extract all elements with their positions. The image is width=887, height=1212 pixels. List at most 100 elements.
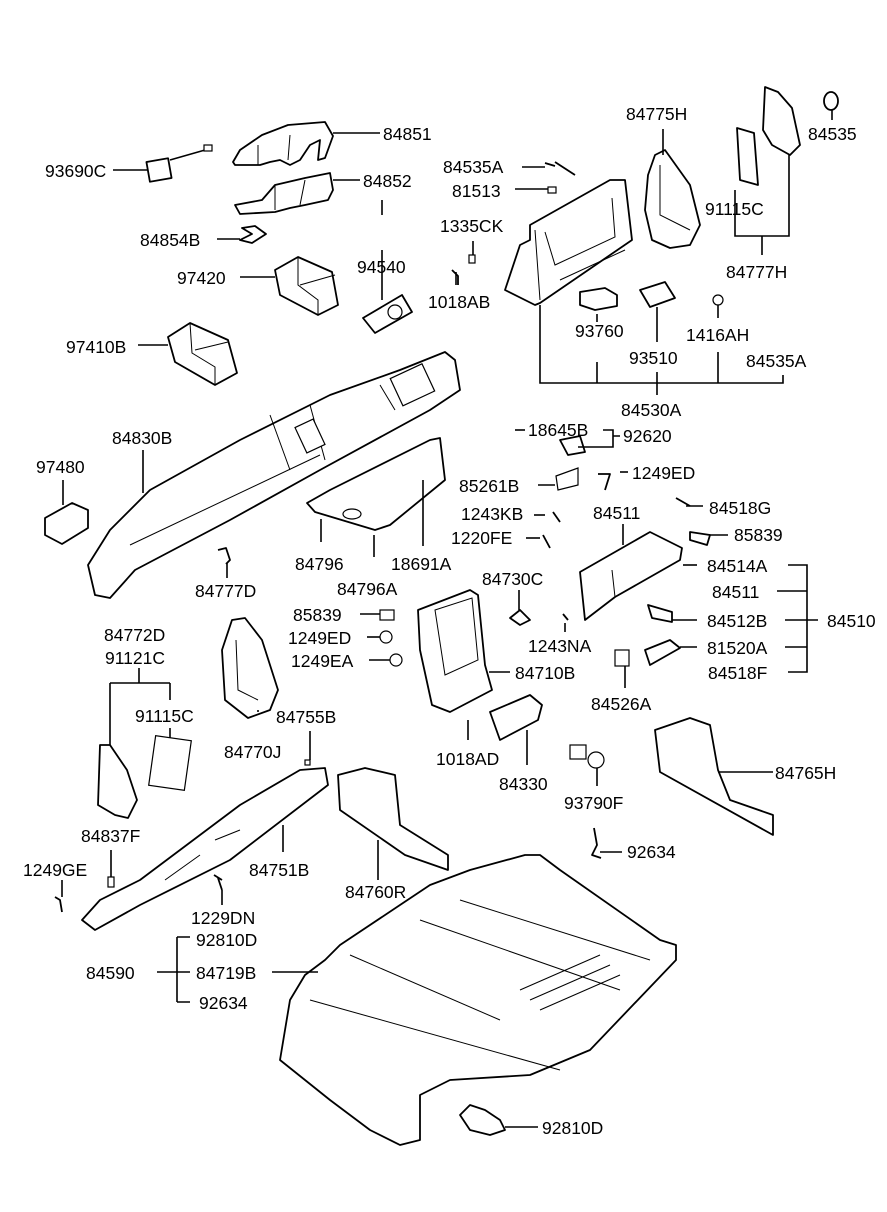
- left-fasteners: [379, 609, 403, 667]
- label-93690C: 93690C: [45, 161, 106, 181]
- label-94540: 94540: [357, 257, 406, 277]
- label-84796A: 84796A: [337, 579, 398, 599]
- part-84535-ring: [823, 91, 839, 111]
- part-84777D-screw: [217, 547, 231, 565]
- label-1249EA: 1249EA: [291, 651, 354, 671]
- label-92620: 92620: [623, 426, 672, 446]
- label-1416AH: 1416AH: [686, 325, 749, 345]
- label-92634-bottom: 92634: [199, 993, 248, 1013]
- label-84830B: 84830B: [112, 428, 172, 448]
- label-97420: 97420: [177, 268, 226, 288]
- label-1220FE: 1220FE: [451, 528, 512, 548]
- label-1243KB: 1243KB: [461, 504, 523, 524]
- label-91115C-top: 91115C: [705, 199, 764, 219]
- part-84851-upper-shroud: [232, 121, 334, 166]
- label-97480: 97480: [36, 457, 85, 477]
- label-84511-group: 84511: [712, 582, 759, 602]
- label-84719B: 84719B: [196, 963, 256, 983]
- label-81520A: 81520A: [707, 638, 768, 658]
- label-84730C: 84730C: [482, 569, 543, 589]
- label-84777H: 84777H: [726, 262, 787, 282]
- label-1335CK: 1335CK: [440, 216, 504, 236]
- label-1018AB: 1018AB: [428, 292, 490, 312]
- label-84755B: 84755B: [276, 707, 336, 727]
- label-84751B: 84751B: [249, 860, 309, 880]
- part-84751B-sill-trim: [81, 767, 329, 931]
- label-81513: 81513: [452, 181, 501, 201]
- glove-box-small-parts: [509, 435, 711, 667]
- label-92634-right: 92634: [627, 842, 676, 862]
- label-84590: 84590: [86, 963, 135, 983]
- label-1229DN: 1229DN: [191, 908, 255, 928]
- label-84530A: 84530A: [621, 400, 682, 420]
- label-85839-right: 85839: [734, 525, 783, 545]
- label-1018AD: 1018AD: [436, 749, 499, 769]
- label-1249ED-left: 1249ED: [288, 628, 351, 648]
- label-84511-top: 84511: [593, 503, 640, 523]
- label-85839-left: 85839: [293, 605, 342, 625]
- label-84330: 84330: [499, 774, 548, 794]
- label-84526A: 84526A: [591, 694, 652, 714]
- label-84854B: 84854B: [140, 230, 200, 250]
- part-84760R-pillar-trim: [337, 767, 449, 871]
- small-fasteners-top: [451, 161, 576, 285]
- part-97420-switch: [274, 256, 339, 316]
- label-84512B: 84512B: [707, 611, 767, 631]
- label-92810D-bottom: 92810D: [542, 1118, 603, 1138]
- part-93790F-socket: [569, 744, 605, 769]
- part-84854B-clip: [239, 225, 267, 244]
- label-18691A: 18691A: [391, 554, 452, 574]
- part-84830B-crash-pad: [87, 351, 461, 599]
- label-1249ED-top: 1249ED: [632, 463, 695, 483]
- part-84511-glove-box: [579, 531, 683, 621]
- part-84796-lower-panel: [306, 437, 446, 531]
- label-84535A-top: 84535A: [443, 157, 504, 177]
- label-84710B: 84710B: [515, 663, 575, 683]
- label-85261B: 85261B: [459, 476, 519, 496]
- label-91121C: 91121C: [105, 648, 165, 668]
- part-84765H-side-trim: [654, 717, 774, 836]
- label-1243NA: 1243NA: [528, 636, 592, 656]
- parts-93760-93510-1416AH: [579, 281, 724, 311]
- part-92810D-clip: [459, 1104, 506, 1136]
- part-93690C-switch: [145, 144, 213, 183]
- label-84765H: 84765H: [775, 763, 836, 783]
- label-84777D: 84777D: [195, 581, 256, 601]
- label-93760: 93760: [575, 321, 624, 341]
- label-97410B: 97410B: [66, 337, 126, 357]
- label-84775H: 84775H: [626, 104, 687, 124]
- label-84760R: 84760R: [345, 882, 406, 902]
- label-84518G: 84518G: [709, 498, 771, 518]
- part-84777H-bracket: [762, 86, 801, 156]
- part-84852-lower-shroud: [234, 172, 334, 215]
- part-84530A-center-panel: [504, 179, 633, 306]
- part-84770J-panel: [221, 617, 279, 719]
- label-93790F: 93790F: [564, 793, 623, 813]
- misc-small-fasteners: [54, 759, 311, 913]
- label-84851: 84851: [383, 124, 432, 144]
- part-91115C-grille-left: [148, 735, 192, 791]
- label-84518F: 84518F: [708, 663, 767, 683]
- label-84772D: 84772D: [104, 625, 165, 645]
- part-97410B-switch: [167, 322, 238, 386]
- label-92810D-top: 92810D: [196, 930, 257, 950]
- label-84852: 84852: [363, 171, 412, 191]
- label-1249GE: 1249GE: [23, 860, 87, 880]
- part-94540-clock: [362, 294, 413, 334]
- part-84330-tray: [489, 694, 543, 741]
- label-84837F: 84837F: [81, 826, 140, 846]
- part-84772D-trim: [97, 744, 138, 819]
- part-84719B-floor-covering: [279, 854, 677, 1146]
- label-84510: 84510: [827, 611, 876, 631]
- leader-lines: [61, 110, 833, 1128]
- label-18645B: 18645B: [528, 420, 588, 440]
- part-84775H-side-panel: [644, 149, 701, 249]
- part-97480-block: [44, 502, 89, 545]
- part-labels: 84851 93690C 84852 84854B 97420 94540 97…: [23, 104, 876, 1138]
- part-92634-bulb: [591, 827, 602, 859]
- label-84535A-right: 84535A: [746, 351, 807, 371]
- part-84710B-console-frame: [417, 589, 493, 713]
- part-drawings: [44, 86, 839, 1146]
- label-91115C-left: 91115C: [135, 706, 194, 726]
